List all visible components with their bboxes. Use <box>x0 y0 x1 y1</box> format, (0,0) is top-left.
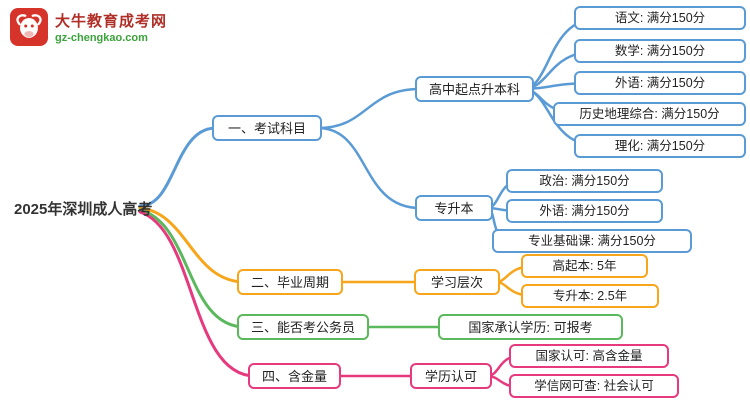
node-state-recognized-apply: 国家承认学历: 可报考 <box>438 314 623 340</box>
node-major-basic-course-score: 专业基础课: 满分150分 <box>492 229 692 253</box>
node-highschool-to-bachelor: 高中起点升本科 <box>415 76 535 102</box>
node-value: 四、含金量 <box>248 363 342 389</box>
node-politics-score: 政治: 满分150分 <box>506 169 663 193</box>
node-foreign-language-score-2: 外语: 满分150分 <box>506 199 663 223</box>
node-college-upgrade-duration: 专升本: 2.5年 <box>521 284 659 308</box>
node-history-geography-score: 历史地理综合: 满分150分 <box>553 102 746 126</box>
node-math-score: 数学: 满分150分 <box>574 39 746 63</box>
node-physics-chemistry-score: 理化: 满分150分 <box>574 134 746 158</box>
node-xuexin-verifiable: 学信网可查: 社会认可 <box>509 374 679 398</box>
root-node: 2025年深圳成人高考 <box>14 201 153 218</box>
logo-title: 大牛教育成考网 <box>55 13 168 30</box>
node-graduation-period: 二、毕业周期 <box>237 269 344 295</box>
logo-text: 大牛教育成考网 gz-chengkao.com <box>55 10 167 44</box>
bull-icon <box>10 8 48 46</box>
node-study-level: 学习层次 <box>414 269 500 295</box>
site-logo: 大牛教育成考网 gz-chengkao.com <box>10 8 167 46</box>
node-foreign-language-score: 外语: 满分150分 <box>574 71 746 95</box>
node-exam-subjects: 一、考试科目 <box>212 115 322 141</box>
connector-group-value <box>138 210 522 389</box>
node-college-to-bachelor: 专升本 <box>415 195 493 221</box>
node-diploma-recognition: 学历认可 <box>410 363 492 389</box>
node-civil-service-eligibility: 三、能否考公务员 <box>237 314 370 340</box>
node-chinese-score: 语文: 满分150分 <box>574 6 746 30</box>
logo-url: gz-chengkao.com <box>55 32 148 44</box>
connector-group-civil-service <box>138 208 452 329</box>
node-national-recognition: 国家认可: 高含金量 <box>509 344 669 368</box>
node-highschool-start-duration: 高起本: 5年 <box>521 254 648 278</box>
